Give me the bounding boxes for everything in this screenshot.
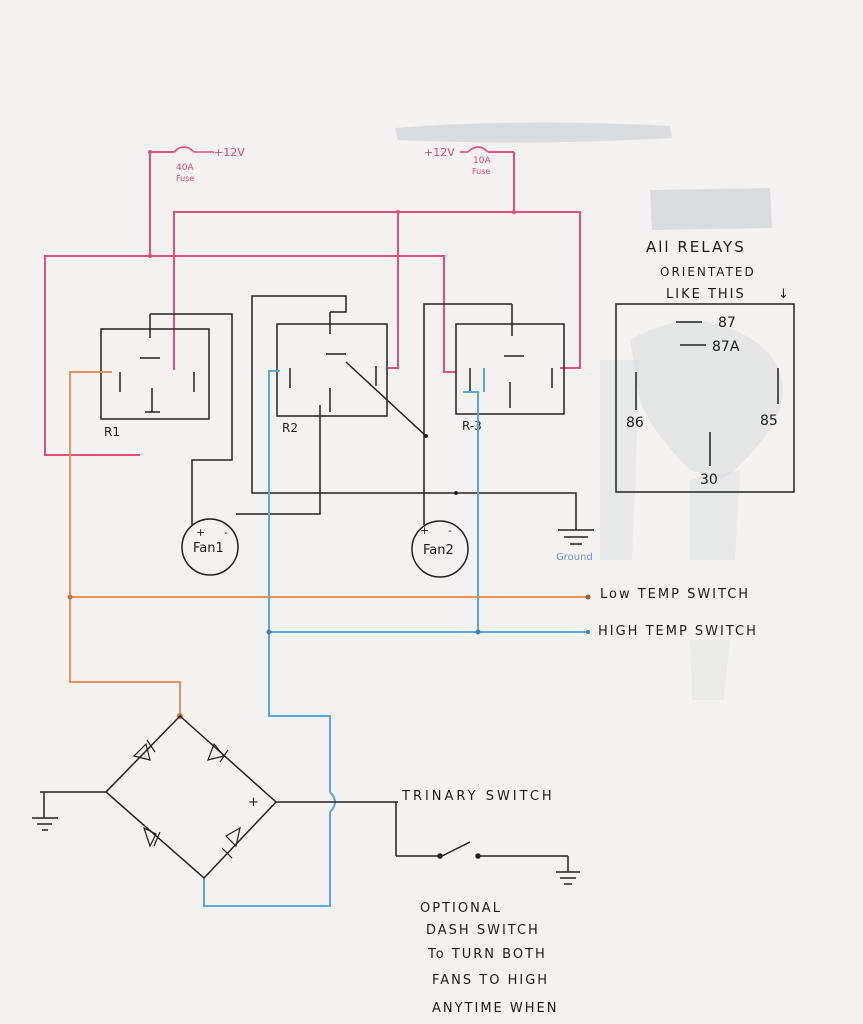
fan-1: Fan1 + - — [181, 518, 239, 576]
blue-high-temp-wire — [203, 368, 588, 907]
fuse-40a-supply-label: +12V — [214, 146, 245, 159]
note-line-2: DASH SWITCH — [426, 923, 540, 938]
diode-bridge — [32, 714, 398, 880]
legend-title-line1: All RELAYS — [646, 238, 746, 256]
fan-1-plus: + — [196, 526, 205, 539]
legend-title-line3: LIKE THIS — [666, 287, 746, 302]
trinary-switch-label: TRINARY SWITCH — [401, 789, 555, 804]
legend-title-line2: ORIENTATED — [660, 265, 756, 279]
fuse-10a — [460, 146, 489, 153]
legend-pin-87a: 87A — [712, 339, 740, 355]
note-line-5: ANYTIME WHEN — [432, 1001, 558, 1016]
relay-r1 — [100, 313, 233, 525]
fuse-10a-label: 10A — [473, 156, 491, 166]
trinary-switch — [395, 802, 580, 885]
optional-dash-switch-note: OPTIONAL DASH SWITCH To TURN BOTH FANS T… — [420, 901, 558, 1016]
note-line-4: FANS TO HIGH — [432, 973, 549, 988]
fuse-40a — [173, 146, 214, 153]
fuse-10a-sub-label: Fuse — [472, 167, 490, 176]
fuse-10a-supply-label: +12V — [424, 146, 455, 159]
fan-1-minus: - — [224, 526, 228, 539]
relay-orientation-legend: 87 87A 86 85 30 — [615, 303, 795, 493]
legend-down-arrow-icon: ↓ — [778, 287, 789, 302]
relay-r3-label: R-3 — [462, 419, 482, 433]
high-temp-switch-label: HIGH TEMP SWITCH — [598, 624, 758, 639]
fan-2: Fan2 + - — [411, 520, 469, 578]
fuse-40a-label: 40A — [176, 163, 194, 173]
fan-2-label: Fan2 — [423, 543, 454, 558]
note-line-1: OPTIONAL — [420, 901, 502, 916]
ground-label: Ground — [556, 552, 593, 563]
fan-2-plus: + — [420, 524, 429, 537]
legend-pin-86: 86 — [626, 415, 644, 431]
pink-power-wires — [44, 151, 581, 456]
note-line-3: To TURN BOTH — [427, 947, 547, 962]
relay-r3 — [423, 303, 565, 525]
bridge-plus-label: + — [248, 795, 259, 810]
legend-pin-87: 87 — [718, 315, 736, 331]
legend-pin-30: 30 — [700, 472, 718, 488]
correction-marks — [395, 122, 783, 700]
relay-r2 — [236, 295, 577, 530]
diode-symbols — [132, 739, 241, 859]
relay-r1-label: R1 — [104, 425, 120, 439]
orange-low-temp-wire — [69, 371, 588, 716]
ground-symbol — [558, 529, 594, 545]
fan-2-minus: - — [448, 524, 452, 537]
fuse-40a-sub-label: Fuse — [176, 174, 194, 183]
relay-r2-label: R2 — [282, 421, 298, 435]
fan-1-label: Fan1 — [193, 541, 224, 556]
legend-pin-85: 85 — [760, 413, 778, 429]
low-temp-switch-label: Low TEMP SWITCH — [600, 587, 750, 602]
